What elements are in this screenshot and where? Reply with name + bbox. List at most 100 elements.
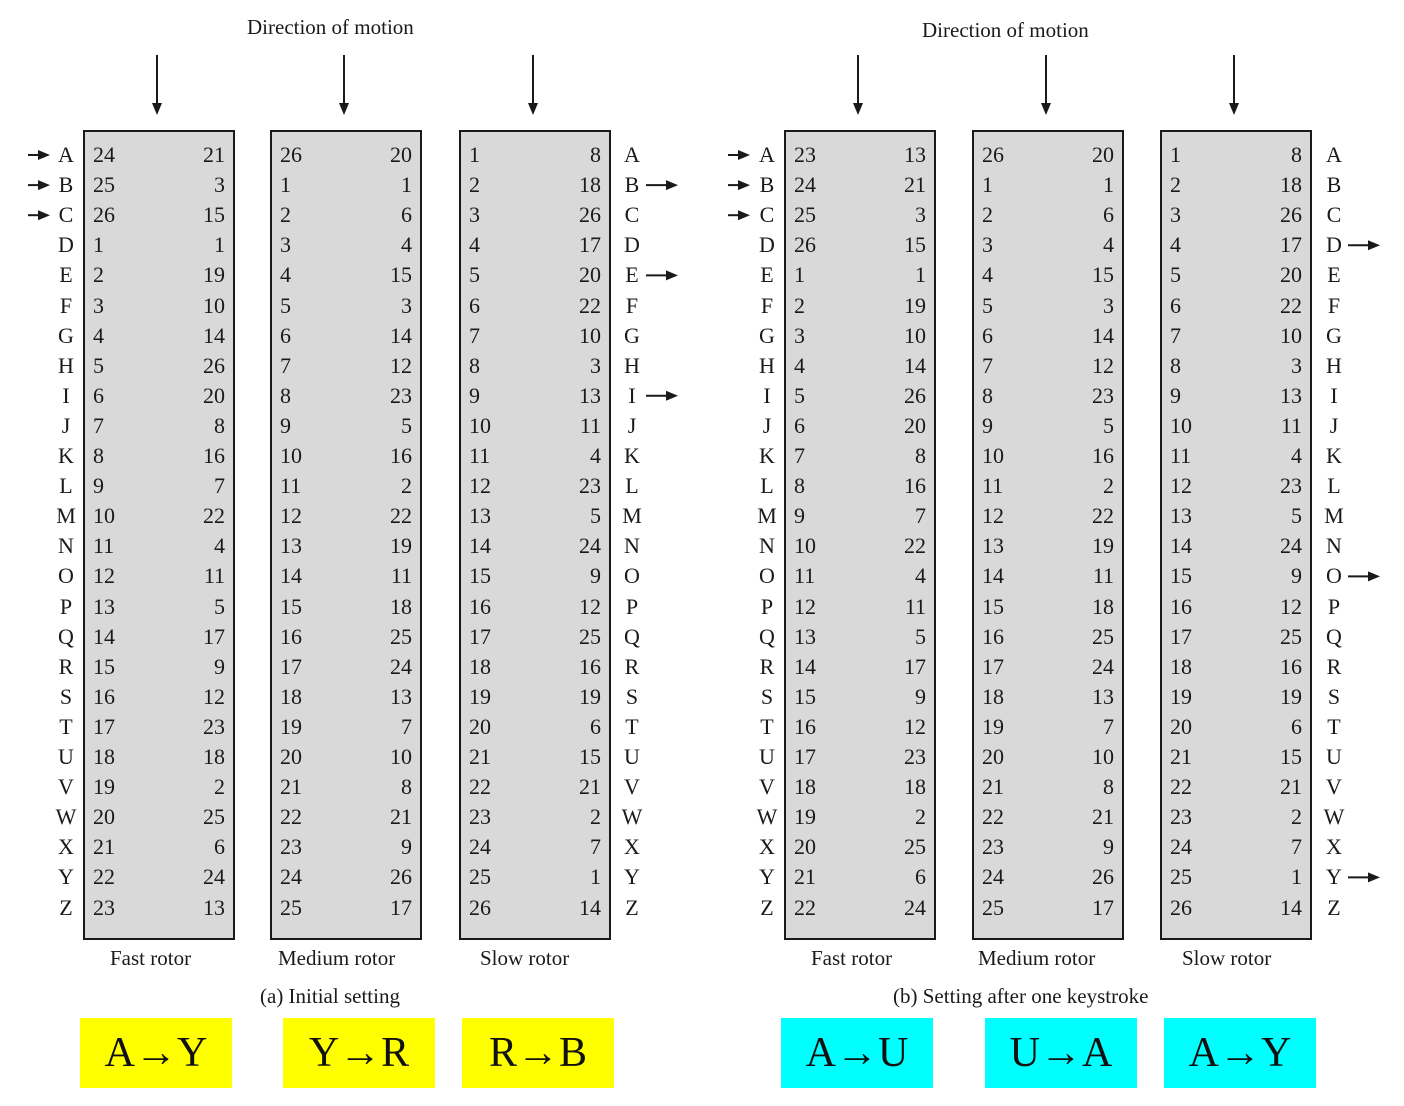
input-arrow-icon-head bbox=[738, 150, 750, 160]
input-letter: K bbox=[759, 443, 775, 468]
output-arrow-icon-head bbox=[1368, 240, 1380, 251]
rotor-left-number: 8 bbox=[794, 473, 805, 499]
rotor-right-number: 21 bbox=[203, 142, 225, 167]
rotor-left-number: 17 bbox=[280, 653, 302, 679]
rotor-left-number: 2 bbox=[794, 292, 805, 318]
rotor-right-number: 20 bbox=[1280, 262, 1302, 288]
input-letter: F bbox=[59, 292, 73, 318]
output-letter: M bbox=[622, 503, 642, 529]
rotor-left-number: 1 bbox=[469, 142, 480, 167]
rotor-right-number: 23 bbox=[579, 473, 601, 499]
rotor-right-number: 3 bbox=[214, 172, 225, 198]
rotor-left-number: 26 bbox=[982, 142, 1004, 167]
output-letter: M bbox=[1324, 503, 1344, 529]
rotor-left-number: 18 bbox=[982, 683, 1004, 709]
rotor-left-number: 14 bbox=[1170, 533, 1192, 559]
rotor-right-number: 16 bbox=[203, 443, 225, 468]
rotor-left-number: 14 bbox=[280, 563, 302, 589]
direction-title: Direction of motion bbox=[922, 18, 1089, 42]
rotor-left-number: 19 bbox=[794, 804, 816, 830]
rotor-right-number: 7 bbox=[915, 503, 926, 529]
rotor-right-number: 18 bbox=[203, 744, 225, 769]
output-letter: J bbox=[1329, 412, 1339, 438]
rotor-left-number: 26 bbox=[794, 232, 816, 258]
rotor-right-number: 10 bbox=[579, 322, 601, 348]
rotor-left-number: 3 bbox=[794, 322, 805, 348]
rotor-right-number: 25 bbox=[1092, 623, 1114, 649]
rotor-left-number: 11 bbox=[280, 473, 302, 499]
rotor-right-number: 6 bbox=[1291, 713, 1302, 739]
rotor-right-number: 14 bbox=[579, 894, 601, 920]
rotor-left-number: 24 bbox=[280, 864, 302, 890]
rotor-left-number: 12 bbox=[469, 473, 491, 499]
output-letter: B bbox=[624, 172, 640, 198]
rotor-right-number: 21 bbox=[579, 774, 601, 800]
rotor-right-number: 5 bbox=[1103, 412, 1114, 438]
rotor-left-number: 2 bbox=[1170, 172, 1181, 198]
rotor-right-number: 23 bbox=[1092, 382, 1114, 408]
rotor-left-number: 19 bbox=[982, 713, 1004, 739]
rotor-right-number: 19 bbox=[203, 262, 225, 288]
rotor-right-number: 5 bbox=[214, 593, 225, 619]
input-letter: I bbox=[763, 382, 771, 408]
rotor-right-number: 11 bbox=[904, 593, 926, 619]
output-letter: Y bbox=[624, 864, 640, 890]
input-letter: K bbox=[58, 443, 74, 468]
rotor-right-number: 3 bbox=[1103, 292, 1114, 318]
rotor-left-number: 26 bbox=[1170, 894, 1192, 920]
rotor-left-number: 25 bbox=[93, 172, 115, 198]
rotor-left-number: 3 bbox=[982, 232, 993, 258]
rotor-right-number: 7 bbox=[401, 713, 412, 739]
rotor-right-number: 10 bbox=[1092, 744, 1114, 769]
rotor-right-number: 24 bbox=[1280, 533, 1302, 559]
rotor-left-number: 4 bbox=[469, 232, 480, 258]
output-letter: G bbox=[624, 322, 640, 348]
rotor-left-number: 3 bbox=[93, 292, 104, 318]
rotor-left-number: 10 bbox=[280, 443, 302, 468]
rotor-left-number: 23 bbox=[280, 834, 302, 860]
rotor-right-number: 2 bbox=[401, 473, 412, 499]
motion-arrow-icon-head bbox=[152, 103, 162, 115]
rotor-right-number: 1 bbox=[1103, 172, 1114, 198]
rotor-right-number: 2 bbox=[915, 804, 926, 830]
mapping-box: A→Y bbox=[1164, 1018, 1316, 1088]
rotor-left-number: 6 bbox=[1170, 292, 1181, 318]
rotor-left-number: 5 bbox=[93, 352, 104, 378]
input-letter: G bbox=[759, 322, 775, 348]
rotor-right-number: 8 bbox=[214, 412, 225, 438]
rotor-left-number: 21 bbox=[469, 744, 491, 769]
rotor-right-number: 1 bbox=[915, 262, 926, 288]
input-letter: J bbox=[61, 412, 71, 438]
output-letter: U bbox=[1326, 744, 1342, 769]
rotor-right-number: 1 bbox=[214, 232, 225, 258]
rotor-left-number: 8 bbox=[1170, 352, 1181, 378]
output-letter: A bbox=[624, 142, 640, 167]
rotor-right-number: 11 bbox=[390, 563, 412, 589]
output-letter: Q bbox=[624, 623, 640, 649]
rotor-left-number: 24 bbox=[794, 172, 816, 198]
rotor-left-number: 3 bbox=[469, 202, 480, 228]
rotor-right-number: 14 bbox=[390, 322, 412, 348]
rotor-left-number: 20 bbox=[280, 744, 302, 769]
output-letter: N bbox=[624, 533, 640, 559]
input-letter: C bbox=[759, 202, 775, 228]
rotor-right-number: 5 bbox=[401, 412, 412, 438]
input-letter: L bbox=[59, 473, 73, 499]
rotor-left-number: 25 bbox=[280, 894, 302, 920]
rotor-left-number: 1 bbox=[982, 172, 993, 198]
rotor-left-number: 14 bbox=[982, 563, 1004, 589]
rotor-left-number: 7 bbox=[469, 322, 480, 348]
input-letter: P bbox=[760, 593, 774, 619]
rotor-left-number: 8 bbox=[93, 443, 104, 468]
rotor-left-number: 19 bbox=[280, 713, 302, 739]
rotor-left-number: 22 bbox=[1170, 774, 1192, 800]
rotor-right-number: 15 bbox=[1092, 262, 1114, 288]
rotor-right-number: 25 bbox=[904, 834, 926, 860]
rotor-left-number: 15 bbox=[93, 653, 115, 679]
rotor-right-number: 6 bbox=[214, 834, 225, 860]
input-letter: J bbox=[762, 412, 772, 438]
rotor-left-number: 23 bbox=[1170, 804, 1192, 830]
rotor-right-number: 24 bbox=[390, 653, 412, 679]
output-arrow-icon-head bbox=[666, 270, 678, 281]
rotor-left-number: 7 bbox=[1170, 322, 1181, 348]
